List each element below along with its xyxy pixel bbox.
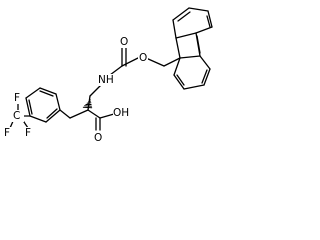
fluorene-group bbox=[172, 7, 213, 90]
atom-label-f: F bbox=[14, 92, 20, 104]
atom-label-o: O bbox=[94, 132, 102, 144]
bond bbox=[25, 87, 41, 99]
bond bbox=[59, 109, 71, 119]
bond bbox=[188, 7, 209, 12]
bond bbox=[87, 109, 101, 119]
bond bbox=[39, 87, 57, 95]
bond bbox=[87, 95, 91, 111]
bond bbox=[39, 90, 54, 97]
bond bbox=[173, 74, 185, 90]
bond bbox=[176, 74, 185, 86]
bond bbox=[201, 69, 208, 84]
carbamate-group bbox=[89, 47, 139, 97]
atom-label-f: F bbox=[25, 127, 31, 139]
atom-label-o: O bbox=[139, 52, 147, 64]
bond bbox=[172, 19, 177, 39]
bond bbox=[183, 84, 205, 90]
bond bbox=[29, 115, 47, 123]
bond bbox=[145, 57, 165, 67]
atom-label-oh: OH bbox=[113, 107, 129, 119]
bond bbox=[121, 57, 139, 67]
atom-labels: O O NH OH O C F F F bbox=[3, 36, 148, 144]
bond bbox=[25, 97, 31, 117]
atom-label-o: O bbox=[120, 36, 128, 48]
molecule-svg: O O NH OH O C F F F bbox=[3, 7, 213, 144]
bond bbox=[207, 10, 213, 28]
backbone-group bbox=[59, 95, 115, 131]
bond bbox=[172, 7, 190, 21]
bond bbox=[199, 55, 211, 70]
bond bbox=[196, 35, 201, 54]
bond bbox=[177, 11, 191, 22]
bond bbox=[82, 106, 93, 109]
bond bbox=[175, 32, 197, 39]
bond bbox=[179, 55, 201, 59]
bond bbox=[206, 15, 211, 28]
atom-label-c: C bbox=[13, 110, 20, 122]
structure-diagram: O O NH OH O C F F F bbox=[0, 0, 232, 154]
atom-label-nh: NH bbox=[98, 74, 114, 86]
bond bbox=[45, 109, 61, 123]
bond bbox=[46, 108, 58, 119]
benzene-ring bbox=[25, 87, 61, 123]
bond bbox=[99, 113, 115, 119]
bond bbox=[195, 26, 213, 34]
bond bbox=[163, 57, 181, 67]
bond bbox=[173, 57, 181, 76]
bond bbox=[69, 109, 89, 119]
atom-label-f: F bbox=[4, 127, 10, 139]
bond bbox=[55, 93, 61, 111]
bond bbox=[28, 99, 33, 115]
bond bbox=[175, 37, 181, 59]
bond bbox=[203, 68, 211, 86]
